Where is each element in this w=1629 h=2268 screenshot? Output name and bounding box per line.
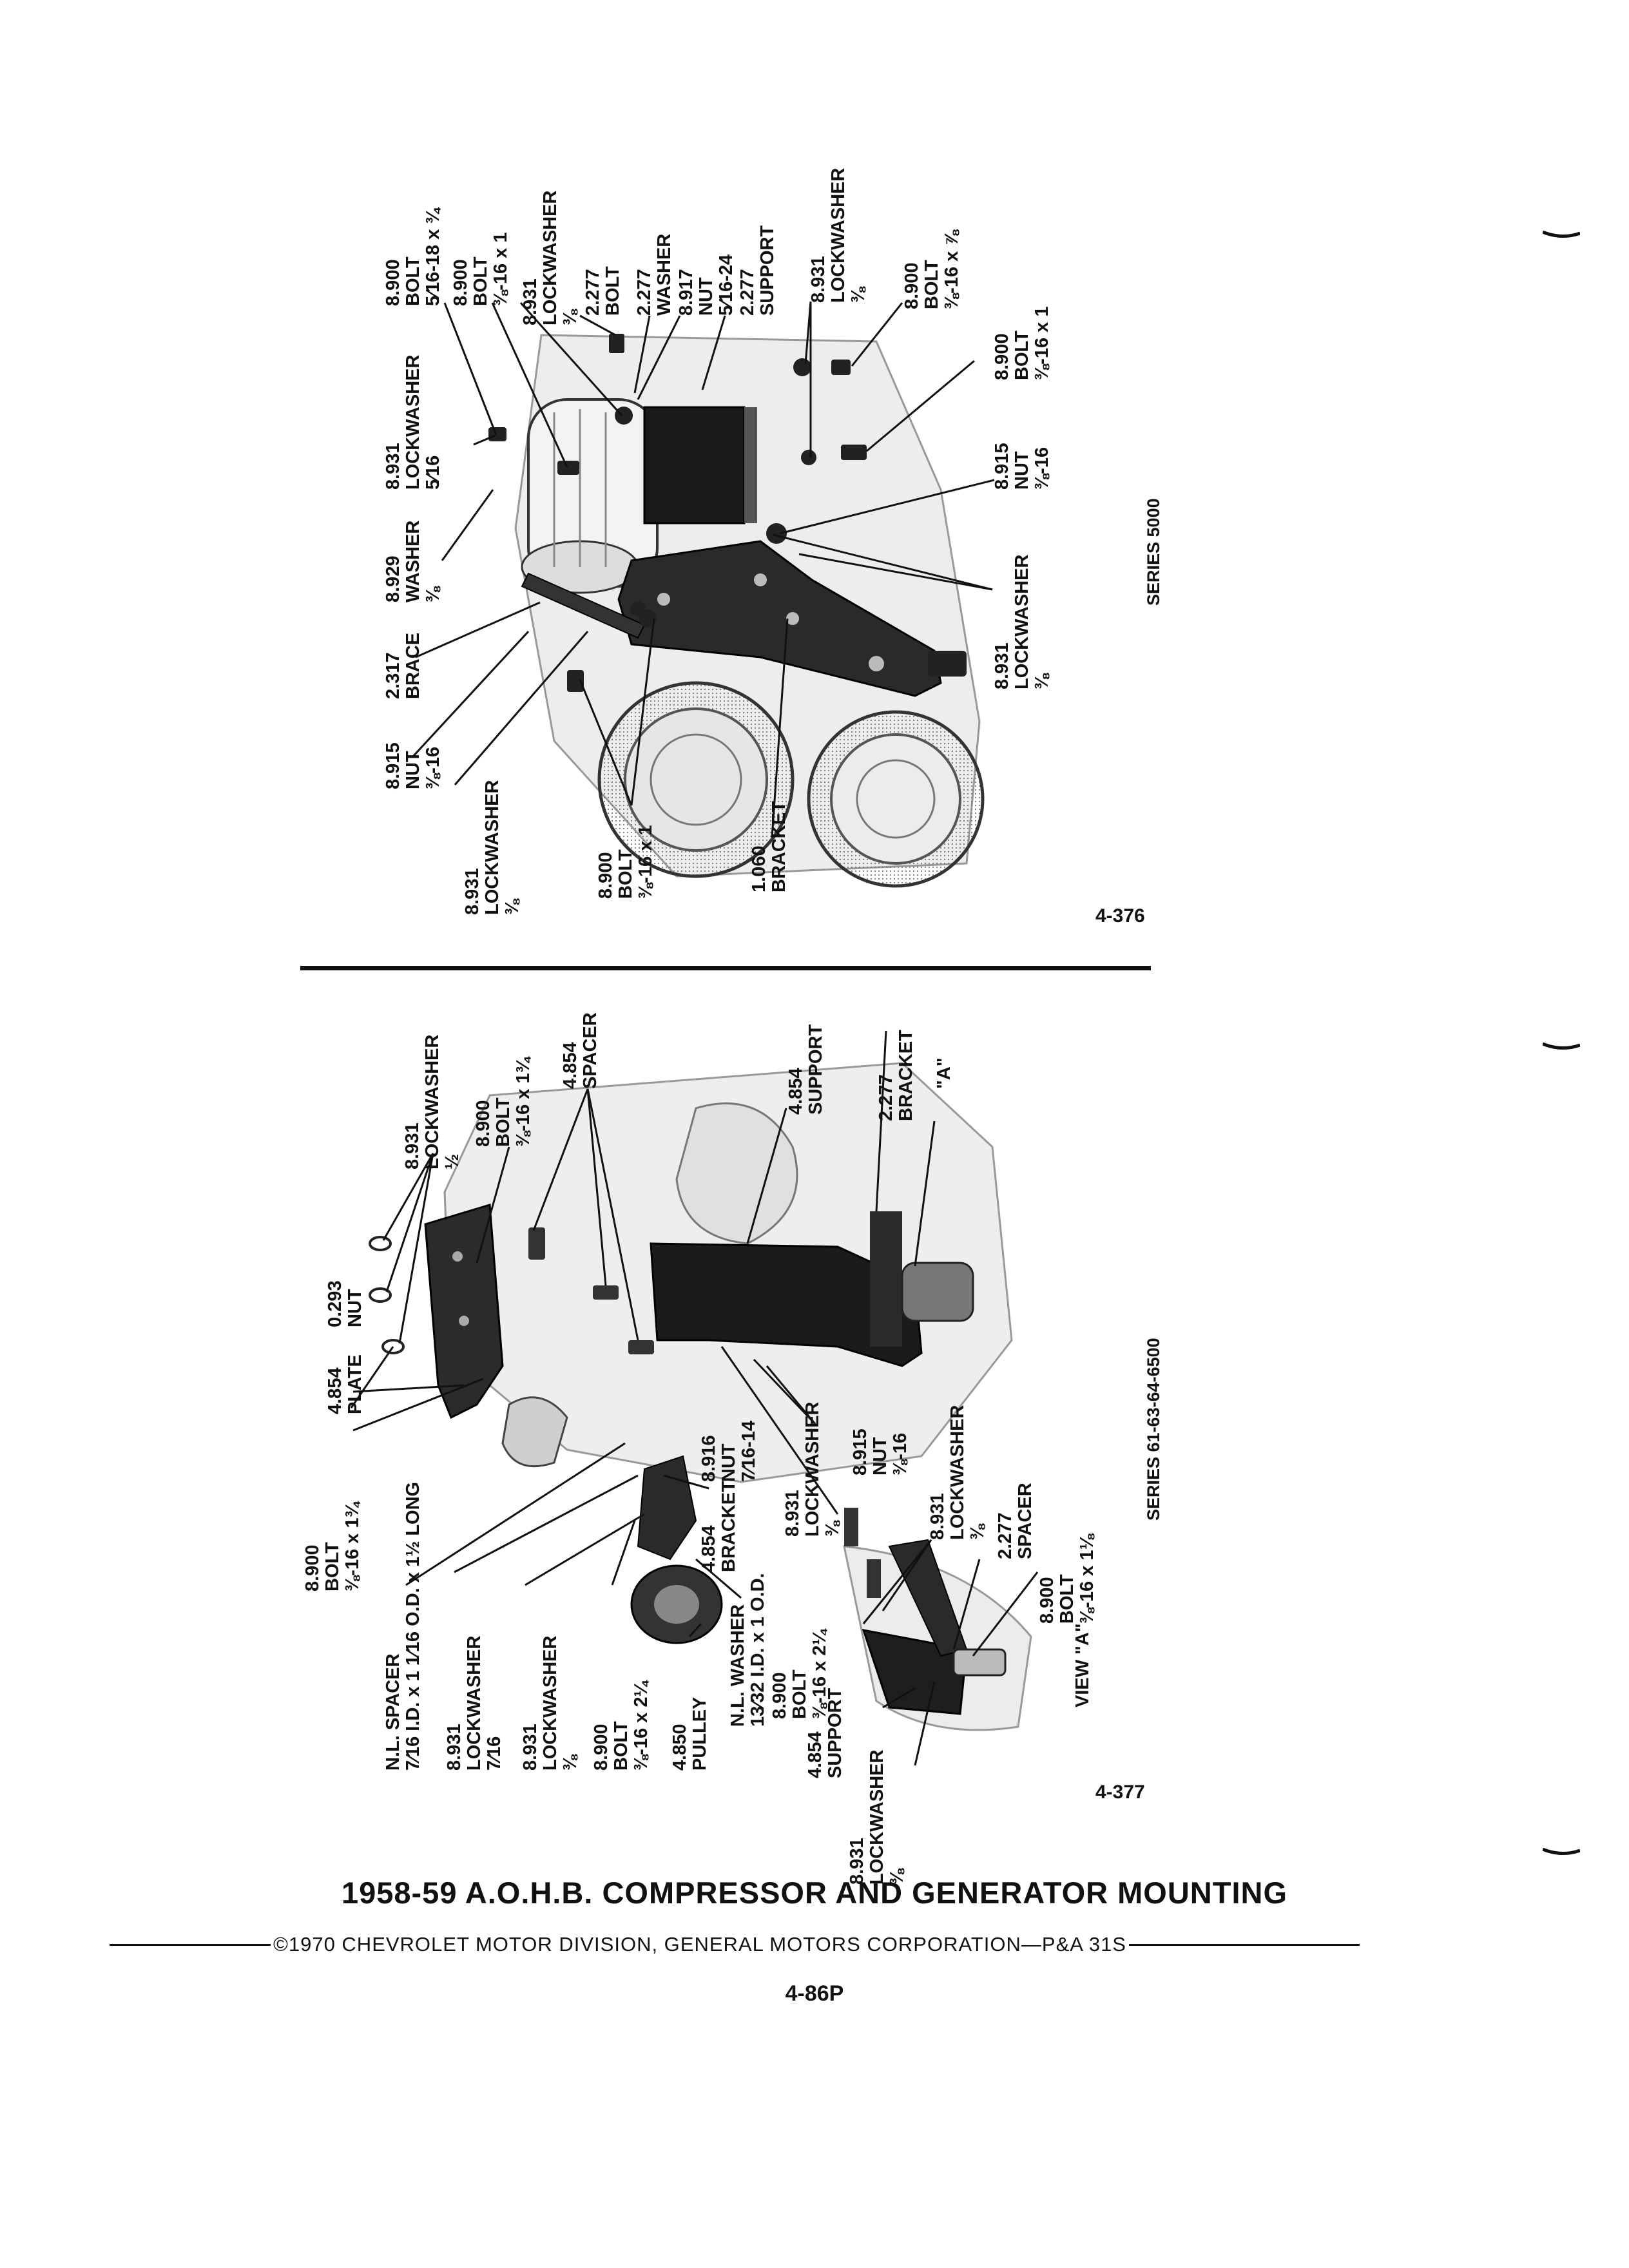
mounting-bracket bbox=[617, 540, 942, 697]
binder-mark-bottom bbox=[1543, 1848, 1580, 1855]
mounting-plate bbox=[424, 1204, 504, 1419]
figure-divider bbox=[300, 966, 1151, 970]
figure-number-bottom: 4-377 bbox=[1095, 1782, 1145, 1803]
copyright-line: ©1970 CHEVROLET MOTOR DIVISION, GENERAL … bbox=[110, 1932, 1360, 1957]
view-a-label: VIEW "A" bbox=[1072, 1623, 1093, 1707]
series-label-bottom: SERIES 61-63-64-6500 bbox=[1144, 1338, 1163, 1521]
pulley bbox=[630, 1564, 723, 1644]
rule-left bbox=[110, 1943, 271, 1946]
generator-body bbox=[521, 398, 659, 594]
series-label-top: SERIES 5000 bbox=[1144, 498, 1163, 606]
page-number: 4-86P bbox=[785, 1981, 844, 2006]
binder-mark-middle bbox=[1543, 1043, 1580, 1050]
figure-number-top: 4-376 bbox=[1095, 905, 1145, 927]
rule-right bbox=[1128, 1943, 1360, 1946]
view-a-marker: "A" bbox=[934, 1057, 954, 1089]
pulley-large-right bbox=[807, 710, 985, 888]
view-a-detail bbox=[843, 1508, 1032, 1731]
support-block bbox=[643, 406, 757, 524]
pulley-large-left bbox=[597, 681, 795, 878]
page-title: 1958-59 A.O.H.B. COMPRESSOR AND GENERATO… bbox=[341, 1876, 1288, 1910]
bottom-figure-art bbox=[350, 1030, 1039, 1766]
copyright-text: ©1970 CHEVROLET MOTOR DIVISION, GENERAL … bbox=[273, 1933, 1126, 1956]
support-arm bbox=[650, 1211, 923, 1367]
binder-mark-top bbox=[1543, 231, 1580, 238]
top-figure-art bbox=[411, 301, 995, 888]
